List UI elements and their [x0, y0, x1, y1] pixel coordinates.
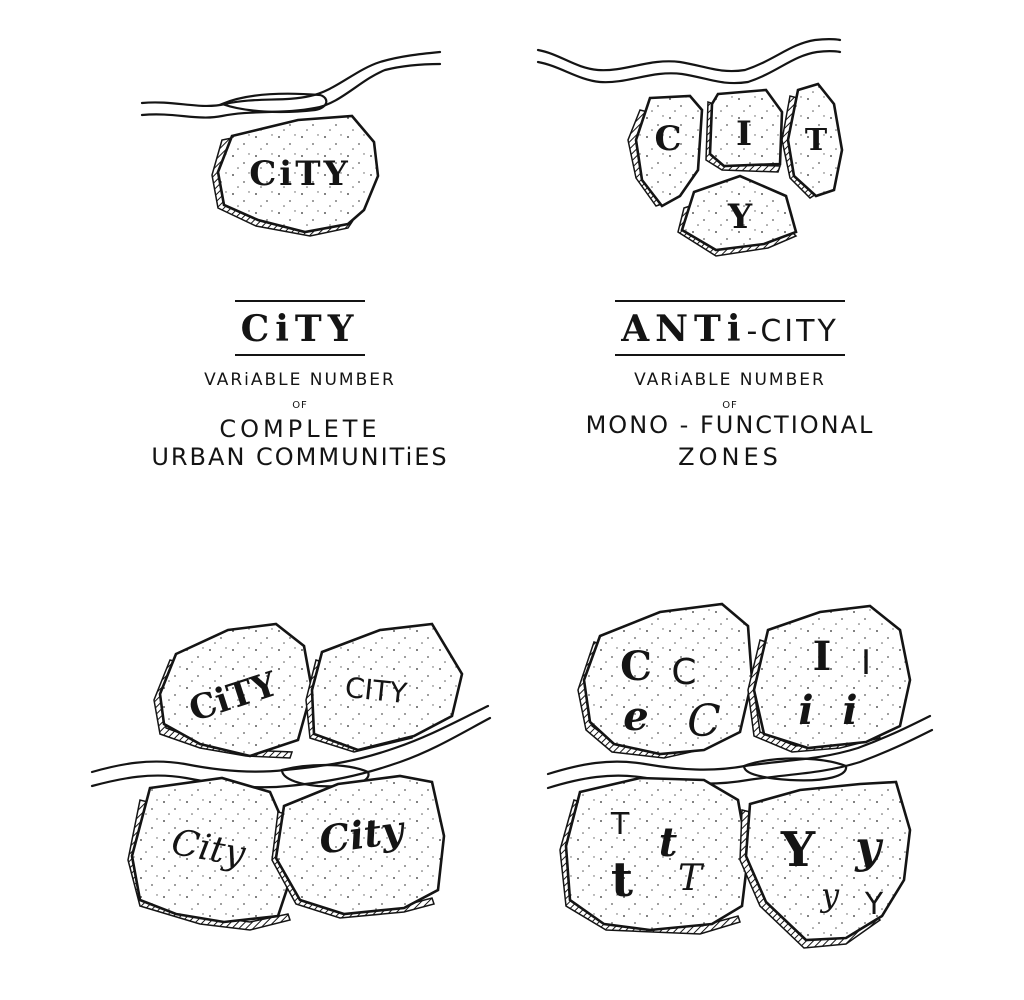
anticity-diagram: C I T Y — [536, 38, 844, 257]
br-c-label-1: C — [620, 643, 652, 690]
scattered-zones-diagram: C C e C I I i i T t t T — [546, 602, 934, 949]
river-bottom-right — [546, 714, 934, 790]
anticity-stone-label-i: I — [736, 114, 752, 154]
anticity-stone-t: T — [781, 82, 844, 199]
br-t-label-3: t — [611, 852, 633, 908]
br-i-label-3: i — [798, 687, 813, 734]
anticity-title: ANTi-CITY — [615, 300, 845, 356]
city-caption-of: OF — [292, 400, 308, 411]
br-i-label-2: I — [861, 643, 871, 683]
bl-stone-3: City — [127, 776, 292, 931]
bl-stone-1: CiTY — [153, 622, 314, 759]
br-c-label-3: e — [623, 693, 648, 740]
br-i-label-1: I — [813, 633, 832, 680]
br-i-label-4: i — [842, 687, 857, 734]
bl-stone-4: City — [271, 774, 446, 919]
city-caption-line3: URBAN COMMUNITiES — [151, 443, 449, 471]
four-cities-diagram: CiTY CITY City City — [90, 622, 492, 931]
br-t-label-1: T — [610, 807, 630, 842]
br-t-label-4: T — [678, 858, 705, 899]
river-top-right — [536, 38, 842, 85]
anticity-stone-c: C — [627, 94, 704, 208]
river-top-left — [140, 50, 442, 119]
anticity-stone-y: Y — [677, 174, 798, 257]
anticity-caption-of: OF — [722, 400, 738, 411]
br-y-label-2: y — [854, 822, 884, 873]
br-stone-y: Y y y Y — [739, 780, 912, 949]
br-c-label-2: C — [671, 652, 696, 693]
city-caption-line2: COMPLETE — [219, 415, 381, 443]
anticity-caption-line2: MONO - FUNCTIONAL — [585, 411, 875, 439]
city-stone: CiTY — [211, 114, 380, 237]
anticity-caption-line3: ZONES — [678, 443, 782, 471]
city-caption-line1: VARiABLE NUMBER — [204, 370, 396, 390]
bl-stone-2-label: CITY — [343, 671, 409, 710]
br-c-label-4: C — [687, 696, 721, 747]
anticity-stone-label-t: T — [805, 123, 828, 158]
br-y-label-4: Y — [864, 887, 884, 922]
city-stone-label: CiTY — [249, 154, 351, 194]
br-stone-t: T t t T — [559, 776, 750, 935]
br-stone-i: I I i i — [747, 604, 912, 753]
anticity-caption: ANTi-CITY VARiABLE NUMBER OF MONO - FUNC… — [560, 300, 900, 471]
anticity-stone-label-y: Y — [727, 197, 753, 237]
city-caption: CiTY VARiABLE NUMBER OF COMPLETE URBAN C… — [130, 300, 470, 471]
bl-stone-2: CITY — [305, 622, 464, 753]
br-t-label-2: t — [659, 819, 678, 866]
anticity-stone-label-c: C — [654, 119, 681, 159]
br-y-label-1: Y — [780, 822, 816, 878]
br-stone-c: C C e C — [577, 602, 754, 759]
anticity-stone-i: I — [705, 88, 784, 173]
anticity-caption-line1: VARiABLE NUMBER — [634, 370, 826, 390]
city-title: CiTY — [234, 300, 366, 356]
city-diagram: CiTY — [140, 50, 442, 237]
br-y-label-3: y — [819, 876, 840, 914]
